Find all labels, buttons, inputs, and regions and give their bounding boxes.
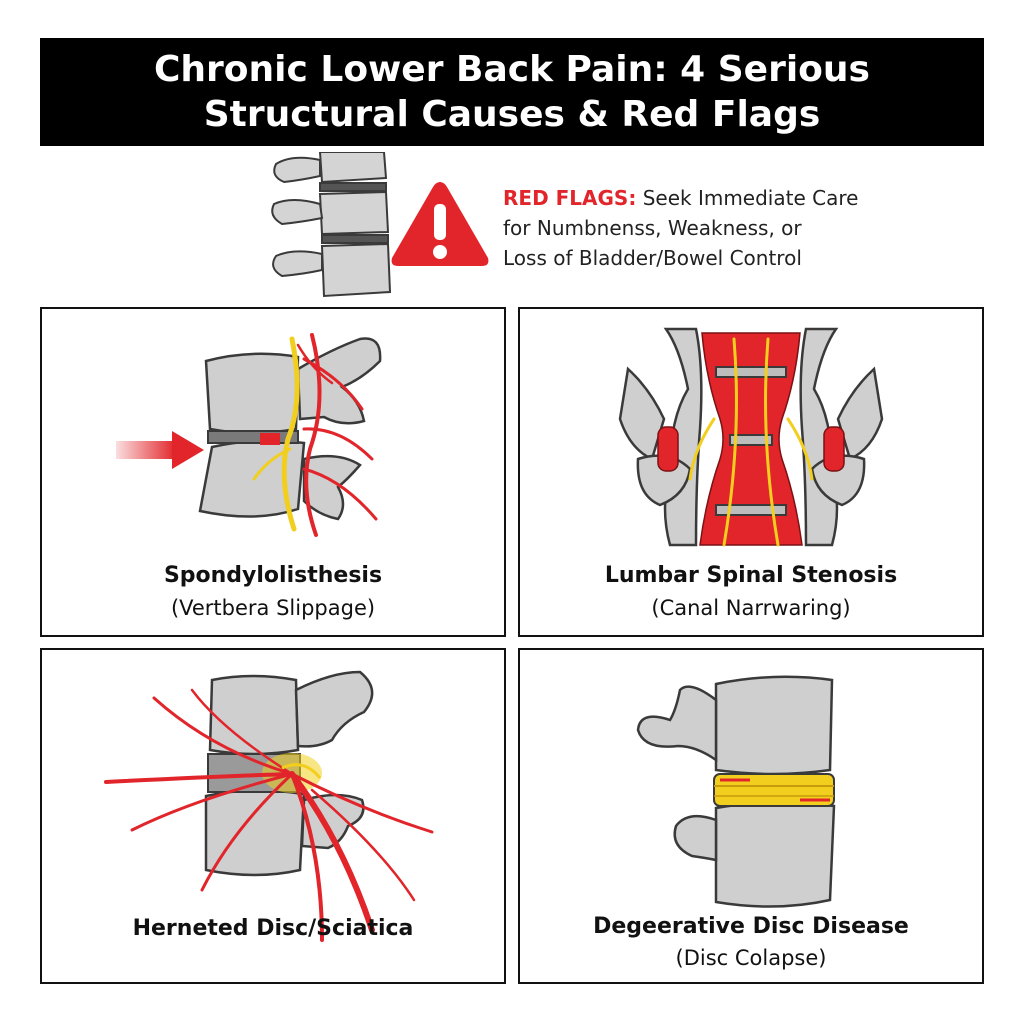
red-flags-line-1-text: Seek Immediate Care (636, 186, 859, 210)
title-line-2: Structural Causes & Red Flags (203, 94, 821, 135)
degenerative-disc-illustration (636, 675, 836, 908)
warning-icon (391, 182, 489, 266)
slip-arrow-icon (116, 431, 204, 469)
herniated-disc-illustration (104, 670, 434, 942)
panel-subtitle: (Vertbera Slippage) (170, 596, 376, 620)
panel-title: Degeerative Disc Disease (593, 914, 909, 939)
page-title: Chronic Lower Back Pain: 4 Serious Struc… (40, 38, 984, 146)
spine-segment-icon (271, 152, 392, 298)
red-flags-line-1: RED FLAGS: Seek Immediate Care (503, 183, 858, 213)
spondylolisthesis-illustration (116, 333, 382, 537)
panel-subtitle: (Disc Colapse) (675, 946, 827, 970)
panel-title: Herneted Disc/Sciatica (132, 916, 414, 941)
panel-title: Spondylolisthesis (163, 563, 383, 588)
red-flags-notice: RED FLAGS: Seek Immediate Care for Numbn… (503, 183, 858, 273)
panel-spondylolisthesis: Spondylolisthesis (Vertbera Slippage) (40, 307, 506, 637)
red-flags-line-2: for Numbnenss, Weakness, or (503, 216, 802, 240)
panel-lumbar-spinal-stenosis: Lumbar Spinal Stenosis (Canal Narrwaring… (518, 307, 984, 637)
red-flags-label: RED FLAGS: (503, 186, 637, 210)
title-line-1: Chronic Lower Back Pain: 4 Serious (154, 49, 870, 90)
red-flags-line-3: Loss of Bladder/Bowel Control (503, 246, 802, 270)
panel-herniated-disc-sciatica: Herneted Disc/Sciatica (40, 648, 506, 984)
panel-title: Lumbar Spinal Stenosis (604, 563, 898, 588)
panel-degenerative-disc-disease: Degeerative Disc Disease (Disc Colapse) (518, 648, 984, 984)
stenosis-illustration (618, 327, 884, 547)
panel-subtitle: (Canal Narrwaring) (651, 596, 851, 620)
